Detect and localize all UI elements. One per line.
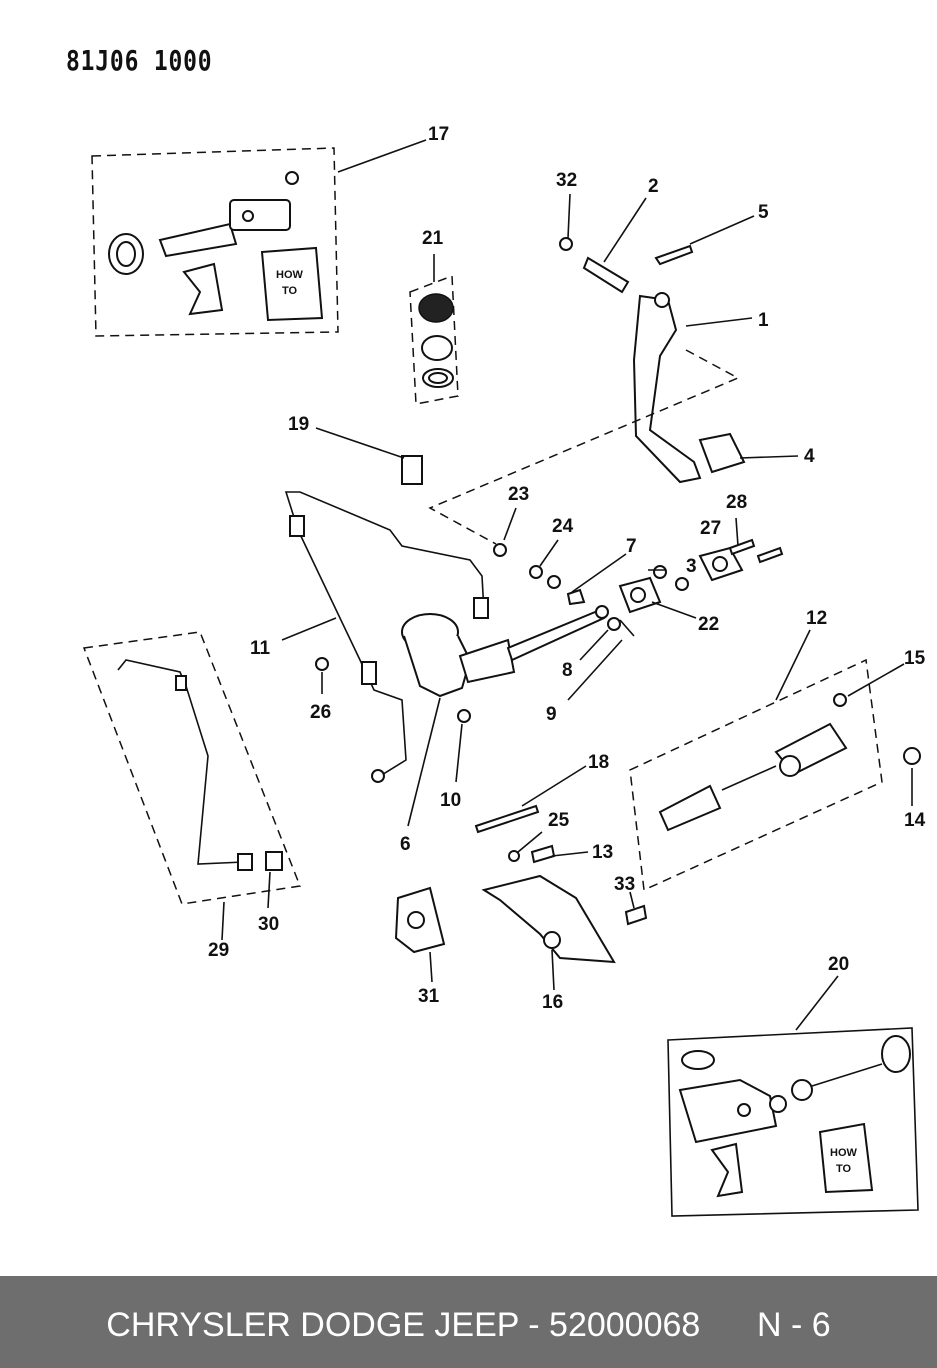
callout-16: 16 [542, 992, 563, 1013]
callout-12: 12 [806, 608, 827, 629]
callout-28: 28 [726, 492, 747, 513]
callout-33: 33 [614, 874, 635, 895]
callout-32: 32 [556, 170, 577, 191]
pushrod-and-bolts [474, 804, 648, 926]
callout-14: 14 [904, 810, 926, 831]
callout-26: 26 [310, 702, 331, 723]
svg-text:HOW: HOW [830, 1147, 858, 1159]
footer-brand-part-number: CHRYSLER DODGE JEEP - 52000068 [106, 1306, 701, 1344]
slave-cylinder-12-box [629, 658, 921, 892]
callout-15: 15 [904, 648, 926, 669]
callout-3: 3 [686, 556, 697, 577]
callout-10: 10 [440, 790, 461, 811]
footer-page-number: N - 6 [757, 1306, 831, 1344]
callout-9: 9 [546, 704, 557, 725]
callout-29: 29 [208, 940, 229, 961]
callout-2: 2 [648, 176, 659, 197]
callout-8: 8 [562, 660, 573, 681]
callout-22: 22 [698, 614, 719, 635]
callout-24: 24 [552, 516, 574, 537]
callout-23: 23 [508, 484, 529, 505]
callout-20: 20 [828, 954, 849, 975]
small-hardware [493, 538, 784, 637]
bracket-31-and-fork-16 [394, 874, 616, 964]
callout-13: 13 [592, 842, 613, 863]
kit-20-box: HOW TO [667, 1027, 919, 1217]
kit-17-box: HOW TO [91, 147, 339, 337]
footer-text: CHRYSLER DODGE JEEP - 52000068 N - 6 [0, 1306, 937, 1345]
callout-25: 25 [548, 810, 570, 831]
bleed-line-29-box [82, 631, 302, 905]
callout-27: 27 [700, 518, 721, 539]
master-cylinder-6 [401, 605, 609, 723]
clutch-pedal-assembly [428, 237, 746, 545]
callout-1: 1 [758, 310, 769, 331]
footer-bar: CHRYSLER DODGE JEEP - 52000068 N - 6 [0, 1276, 937, 1368]
callout-4: 4 [804, 446, 815, 467]
callout-11: 11 [250, 638, 271, 659]
callout-6: 6 [400, 834, 411, 855]
callout-31: 31 [418, 986, 440, 1007]
callout-30: 30 [258, 914, 279, 935]
callout-5: 5 [758, 202, 769, 223]
clutch-hydraulic-parts-diagram: HOW TO [82, 124, 926, 1217]
callout-18: 18 [588, 752, 609, 773]
leader-lines [221, 139, 913, 1031]
svg-text:TO: TO [836, 1163, 852, 1175]
hydraulic-line-11 [284, 455, 489, 783]
reservoir-cap-21-box [409, 274, 459, 405]
callout-7: 7 [626, 536, 637, 557]
callout-21: 21 [422, 228, 444, 249]
callout-17: 17 [428, 124, 449, 145]
callout-19: 19 [288, 414, 309, 435]
callout-labels: 17 32 2 5 21 1 19 4 23 28 24 27 7 3 22 1… [208, 124, 926, 1013]
svg-text:HOW: HOW [276, 269, 304, 281]
svg-text:TO: TO [282, 285, 298, 297]
diagram-code: 81J06 1000 [66, 44, 213, 77]
